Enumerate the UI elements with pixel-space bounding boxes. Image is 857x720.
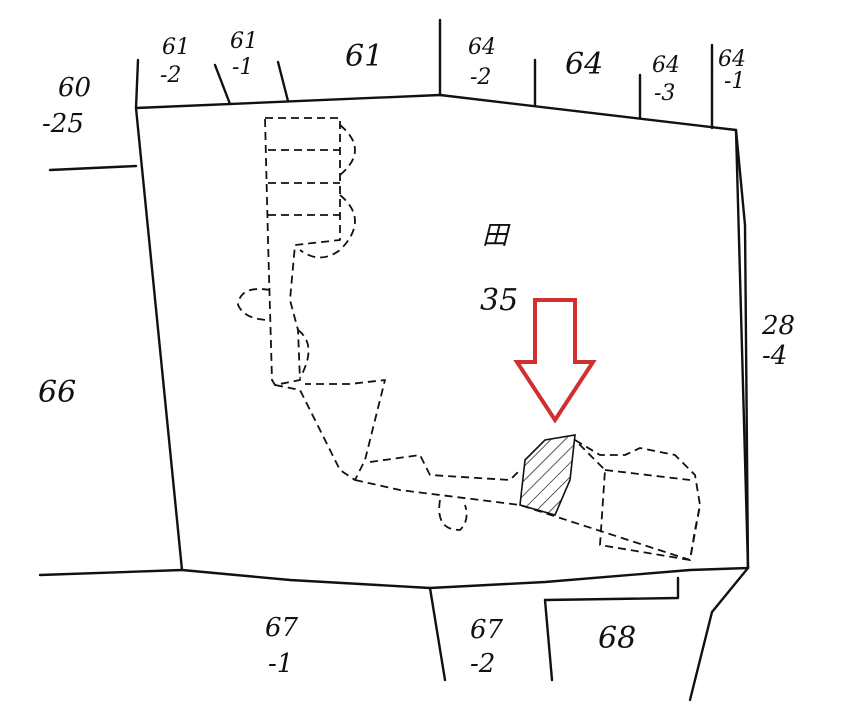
building-corridor-north	[369, 454, 521, 481]
boundary-line-east-outer	[734, 128, 750, 570]
parcel-label-67-1-sub: -1	[268, 649, 293, 679]
boundary-line-west	[48, 164, 138, 172]
building-wing-north-rows	[268, 149, 340, 216]
boundary-line-south-1	[428, 586, 447, 682]
parcel-label-67-1-top: 67	[265, 613, 299, 643]
parcel-label-64-2-top: 64	[468, 35, 496, 60]
parcel-label-64-3-sub: -3	[654, 81, 675, 106]
center-label-glyph: 田	[482, 221, 511, 251]
parcel-label-64-1-top: 64	[718, 47, 746, 72]
parcel-label-64-3-top: 64	[652, 53, 680, 78]
boundary-line-north-1	[134, 58, 140, 110]
building-wing-west-lobe	[237, 288, 271, 321]
building-south-lobe	[438, 499, 468, 531]
building-east-divider	[604, 469, 691, 481]
center-label-number: 35	[480, 283, 518, 318]
parcel-label-67-2-top: 67	[470, 615, 504, 645]
parcel-label-64-2-sub: -2	[470, 65, 491, 90]
parcel-label-61-2-sub: -2	[160, 63, 181, 88]
boundary-line-south-4	[688, 566, 750, 702]
parcel-label-61-1-sub: -1	[232, 55, 253, 80]
parcel-label-60-25-sub: -25	[42, 109, 84, 139]
parcel-label-64-1-sub: -1	[724, 69, 745, 94]
building-wing-north-lobe-2	[299, 194, 356, 259]
parcel-label-61-2-top: 61	[162, 35, 190, 60]
building-wing-north-lobe-1	[339, 124, 356, 176]
parcel-label-28-4-top: 28	[761, 311, 795, 341]
parcel-label-64: 64	[565, 47, 603, 82]
parcel-label-60-25-top: 60	[58, 73, 91, 103]
down-arrow-icon	[513, 298, 597, 424]
boundary-line-south-3	[543, 576, 680, 602]
building-center	[274, 379, 386, 481]
parcel-label-67-2-sub: -2	[470, 649, 495, 679]
boundary-line-south-2	[543, 598, 554, 682]
parcel-label-28-4-sub: -4	[762, 341, 787, 371]
boundary-line-north-2	[213, 63, 232, 106]
highlighted-structure	[519, 434, 576, 516]
parcel-label-61: 61	[345, 39, 383, 74]
boundary-line-north-3	[276, 60, 290, 103]
building-wing-east-lobe	[297, 329, 310, 379]
parcel-label-66: 66	[38, 375, 76, 410]
building-outlines	[237, 117, 701, 561]
boundary-line-south-outer	[38, 568, 184, 577]
parcel-label-68: 68	[598, 621, 636, 656]
main-parcel-boundary	[134, 93, 750, 590]
building-east	[574, 439, 701, 561]
parcel-label-61-1-top: 61	[230, 29, 258, 54]
